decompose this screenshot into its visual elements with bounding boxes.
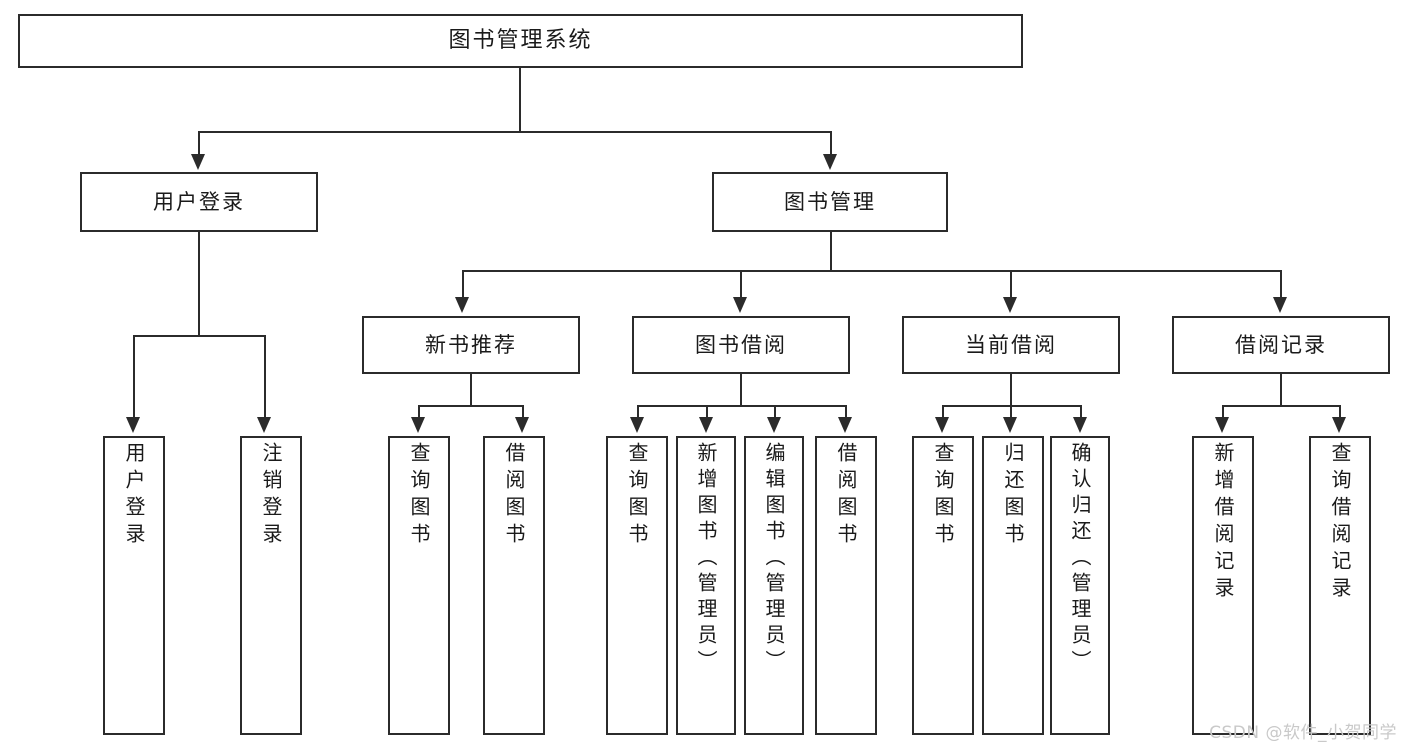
connector-bookborrow-to-leaf2: [706, 405, 708, 418]
leaf-return-book[interactable]: 归还图书: [982, 436, 1044, 735]
connector-bookmgmt-to-lvl2-4: [1280, 270, 1282, 298]
arrow-currentborrow-to-leaf3: [1073, 417, 1087, 433]
connector-newbook-bar: [418, 405, 522, 407]
connector-userlogin-to-leaf1: [133, 335, 135, 418]
leaf-query-borrow-record[interactable]: 查询借阅记录: [1309, 436, 1371, 735]
node-root-label: 图书管理系统: [448, 28, 593, 54]
connector-bookborrow-bar: [637, 405, 845, 407]
node-book-management-label: 图书管理: [784, 189, 876, 214]
arrow-bookmgmt-to-lvl2-1: [455, 297, 469, 313]
leaf-query-book-borrow[interactable]: 查询图书: [606, 436, 668, 735]
node-user-login[interactable]: 用户登录: [80, 172, 318, 232]
arrow-currentborrow-to-leaf2: [1003, 417, 1017, 433]
connector-bookmgmt-bar: [462, 270, 1280, 272]
connector-bookborrow-to-leaf4: [845, 405, 847, 418]
leaf-borrow-book-recommend[interactable]: 借阅图书: [483, 436, 545, 735]
arrow-newbook-to-leaf1: [411, 417, 425, 433]
leaf-add-borrow-record[interactable]: 新增借阅记录: [1192, 436, 1254, 735]
arrow-bookmgmt-to-lvl2-4: [1273, 297, 1287, 313]
node-borrow-record-label: 借阅记录: [1235, 332, 1327, 357]
leaf-edit-book-admin[interactable]: 编辑图书（管理员）: [744, 436, 804, 735]
arrow-bookborrow-to-leaf1: [630, 417, 644, 433]
node-book-borrow[interactable]: 图书借阅: [632, 316, 850, 374]
connector-newbook-stem: [470, 374, 472, 406]
connector-borrowrecord-to-leaf1: [1222, 405, 1224, 418]
connector-bookborrow-stem: [740, 374, 742, 406]
leaf-confirm-return-admin-label: 确认归还（管理员）: [1068, 442, 1092, 676]
node-user-login-label: 用户登录: [153, 189, 245, 214]
arrow-bookmgmt-to-lvl2-2: [733, 297, 747, 313]
arrow-bookborrow-to-leaf3: [767, 417, 781, 433]
connector-newbook-to-leaf1: [418, 405, 420, 418]
leaf-add-book-admin[interactable]: 新增图书（管理员）: [676, 436, 736, 735]
connector-root-stem: [519, 68, 521, 132]
node-root-system[interactable]: 图书管理系统: [18, 14, 1023, 68]
arrow-borrowrecord-to-leaf2: [1332, 417, 1346, 433]
leaf-add-borrow-record-label: 新增借阅记录: [1211, 442, 1235, 604]
connector-bookmgmt-to-lvl2-1: [462, 270, 464, 298]
node-book-management[interactable]: 图书管理: [712, 172, 948, 232]
leaf-user-login-label: 用户登录: [122, 442, 146, 550]
arrow-currentborrow-to-leaf1: [935, 417, 949, 433]
connector-root-to-bookmgmt: [830, 131, 832, 156]
arrow-root-to-userlogin: [191, 154, 205, 170]
node-borrow-record[interactable]: 借阅记录: [1172, 316, 1390, 374]
leaf-borrow-book[interactable]: 借阅图书: [815, 436, 877, 735]
arrow-borrowrecord-to-leaf1: [1215, 417, 1229, 433]
leaf-query-borrow-record-label: 查询借阅记录: [1328, 442, 1352, 604]
connector-currentborrow-to-leaf2: [1010, 405, 1012, 418]
connector-root-to-userlogin: [198, 131, 200, 156]
connector-userlogin-stem: [198, 232, 200, 336]
connector-userlogin-bar: [133, 335, 264, 337]
leaf-confirm-return-admin[interactable]: 确认归还（管理员）: [1050, 436, 1110, 735]
connector-root-bar: [198, 131, 831, 133]
arrow-bookmgmt-to-lvl2-3: [1003, 297, 1017, 313]
arrow-userlogin-to-leaf2: [257, 417, 271, 433]
node-new-book-recommend[interactable]: 新书推荐: [362, 316, 580, 374]
arrow-root-to-bookmgmt: [823, 154, 837, 170]
connector-borrowrecord-bar: [1222, 405, 1339, 407]
arrow-newbook-to-leaf2: [515, 417, 529, 433]
node-book-borrow-label: 图书借阅: [695, 332, 787, 357]
leaf-user-login[interactable]: 用户登录: [103, 436, 165, 735]
leaf-borrow-book-label: 借阅图书: [834, 442, 858, 550]
connector-borrowrecord-to-leaf2: [1339, 405, 1341, 418]
connector-currentborrow-to-leaf1: [942, 405, 944, 418]
leaf-return-book-label: 归还图书: [1001, 442, 1025, 550]
arrow-userlogin-to-leaf1: [126, 417, 140, 433]
leaf-logout-label: 注销登录: [259, 442, 283, 550]
leaf-add-book-admin-label: 新增图书（管理员）: [694, 442, 718, 676]
connector-bookmgmt-stem: [830, 232, 832, 271]
connector-bookborrow-to-leaf3: [774, 405, 776, 418]
connector-newbook-to-leaf2: [522, 405, 524, 418]
leaf-query-book-current-label: 查询图书: [931, 442, 955, 550]
node-current-borrow[interactable]: 当前借阅: [902, 316, 1120, 374]
connector-userlogin-to-leaf2: [264, 335, 266, 418]
connector-currentborrow-to-leaf3: [1080, 405, 1082, 418]
leaf-logout[interactable]: 注销登录: [240, 436, 302, 735]
leaf-edit-book-admin-label: 编辑图书（管理员）: [762, 442, 786, 676]
arrow-bookborrow-to-leaf4: [838, 417, 852, 433]
leaf-borrow-book-recommend-label: 借阅图书: [502, 442, 526, 550]
connector-borrowrecord-stem: [1280, 374, 1282, 406]
connector-bookmgmt-to-lvl2-2: [740, 270, 742, 298]
leaf-query-book-recommend-label: 查询图书: [407, 442, 431, 550]
leaf-query-book-current[interactable]: 查询图书: [912, 436, 974, 735]
connector-bookborrow-to-leaf1: [637, 405, 639, 418]
leaf-query-book-borrow-label: 查询图书: [625, 442, 649, 550]
arrow-bookborrow-to-leaf2: [699, 417, 713, 433]
node-current-borrow-label: 当前借阅: [965, 332, 1057, 357]
node-new-book-recommend-label: 新书推荐: [425, 332, 517, 357]
connector-currentborrow-stem: [1010, 374, 1012, 406]
leaf-query-book-recommend[interactable]: 查询图书: [388, 436, 450, 735]
connector-bookmgmt-to-lvl2-3: [1010, 270, 1012, 298]
